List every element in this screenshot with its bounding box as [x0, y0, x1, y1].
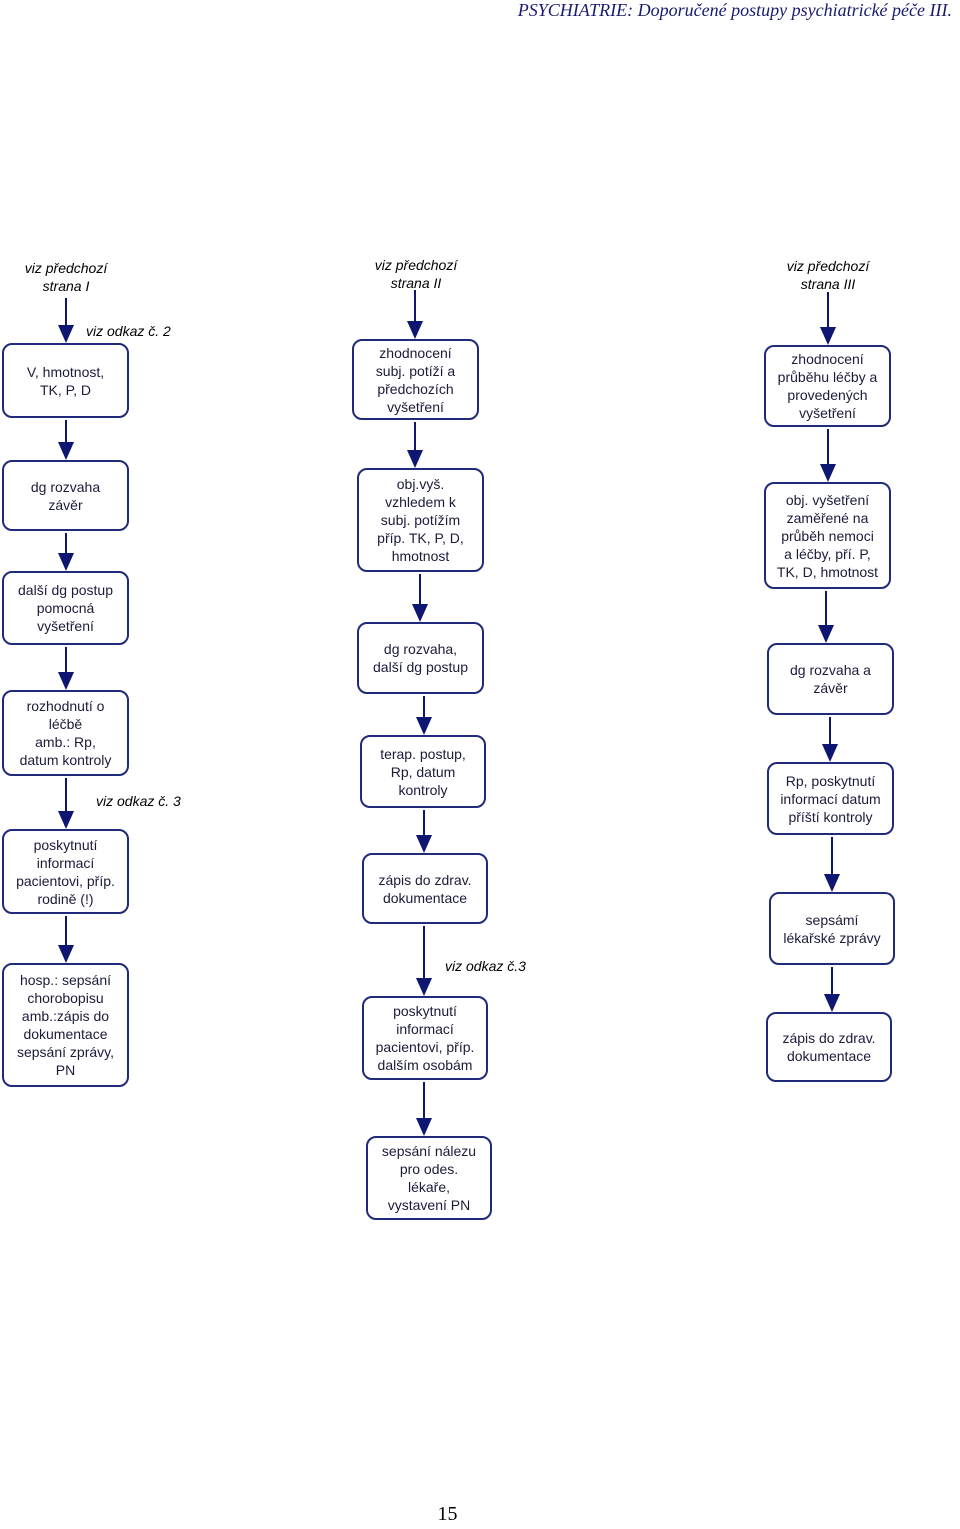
arrowhead-12 — [416, 978, 432, 996]
flow-box-col3-3: dg rozvaha a závěr — [767, 643, 894, 715]
arrowhead-17 — [822, 744, 838, 762]
arrowhead-13 — [416, 1118, 432, 1136]
flow-box-col3-4: Rp, poskytnutí informací datum příští ko… — [767, 762, 894, 835]
ref-previous-page-2: viz předchozí strana II — [374, 257, 458, 291]
arrowhead-10 — [416, 717, 432, 735]
arrowhead-18 — [824, 874, 840, 892]
flow-box-col1-4: rozhodnutí o léčbě amb.: Rp, datum kontr… — [2, 690, 129, 776]
flow-box-col1-6: hosp.: sepsání chorobopisu amb.:zápis do… — [2, 963, 129, 1087]
arrowhead-8 — [407, 450, 423, 468]
flow-box-col2-3: dg rozvaha, další dg postup — [357, 622, 484, 694]
ref-link-3-mid: viz odkaz č.3 — [445, 958, 526, 974]
flow-box-col3-1: zhodnocení průběhu léčby a provedených v… — [764, 345, 891, 427]
arrowhead-5 — [58, 811, 74, 829]
arrowhead-16 — [818, 625, 834, 643]
flow-box-col2-5: zápis do zdrav. dokumentace — [362, 853, 488, 924]
page-number: 15 — [437, 1503, 458, 1525]
ref-link-2: viz odkaz č. 2 — [86, 323, 171, 339]
flow-box-col1-1: V, hmotnost, TK, P, D — [2, 343, 129, 418]
flow-box-col1-2: dg rozvaha závěr — [2, 460, 129, 531]
arrowhead-15 — [820, 464, 836, 482]
arrowhead-7 — [407, 321, 423, 339]
flow-box-col1-5: poskytnutí informací pacientovi, příp. r… — [2, 829, 129, 914]
flow-box-col2-2: obj.vyš. vzhledem k subj. potížím příp. … — [357, 468, 484, 572]
arrowhead-3 — [58, 553, 74, 571]
ref-previous-page-1: viz předchozí strana I — [24, 260, 108, 294]
ref-link-3-left: viz odkaz č. 3 — [96, 793, 181, 809]
arrowhead-2 — [58, 442, 74, 460]
ref-previous-page-3: viz předchozí strana III — [786, 258, 870, 292]
flow-box-col2-7: sepsání nálezu pro odes. lékaře, vystave… — [366, 1136, 492, 1220]
flow-box-col2-6: poskytnutí informací pacientovi, příp. d… — [362, 996, 488, 1080]
arrowhead-14 — [820, 327, 836, 345]
page-header: PSYCHIATRIE: Doporučené postupy psychiat… — [517, 0, 952, 20]
arrowhead-11 — [416, 835, 432, 853]
flow-box-col2-1: zhodnocení subj. potíží a předchozích vy… — [352, 339, 479, 420]
flow-box-col3-5: sepsámí lékařské zprávy — [769, 892, 895, 965]
arrowhead-6 — [58, 945, 74, 963]
flow-box-col2-4: terap. postup, Rp, datum kontroly — [360, 735, 486, 808]
arrowhead-4 — [58, 672, 74, 690]
flow-box-col3-6: zápis do zdrav. dokumentace — [766, 1012, 892, 1082]
arrowhead-1 — [58, 325, 74, 343]
flow-box-col1-3: další dg postup pomocná vyšetření — [2, 571, 129, 645]
arrowhead-9 — [412, 604, 428, 622]
flow-box-col3-2: obj. vyšetření zaměřené na průběh nemoci… — [764, 482, 891, 589]
arrowhead-19 — [824, 994, 840, 1012]
